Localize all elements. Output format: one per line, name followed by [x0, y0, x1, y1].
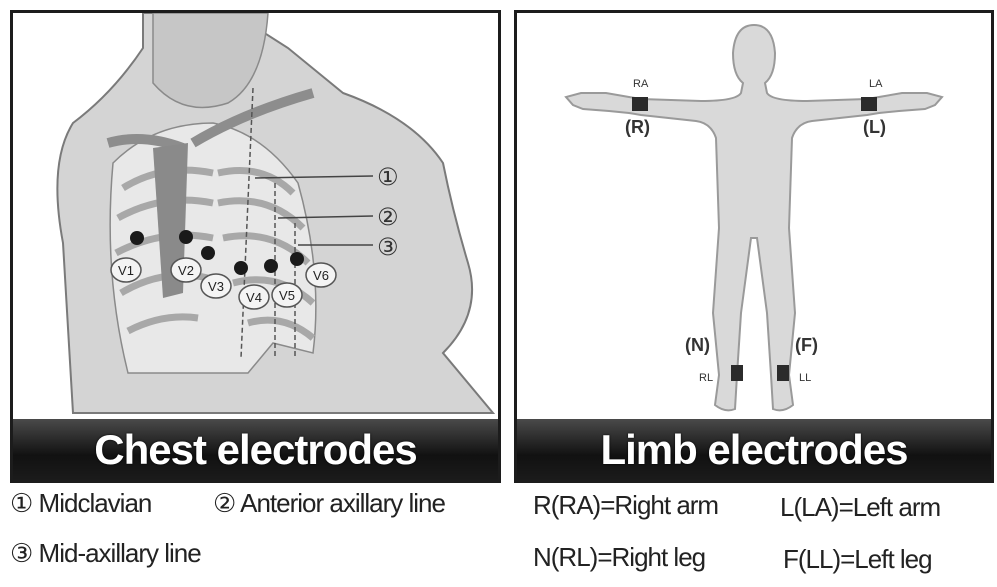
- electrode-dot-v5: [264, 259, 278, 273]
- label-rl-small: RL: [699, 372, 713, 384]
- label-r: (R): [625, 117, 650, 137]
- electrode-rl: [731, 365, 743, 381]
- legend-midclavian: ① Midclavian: [10, 488, 151, 519]
- electrode-dot-v3: [201, 246, 215, 260]
- electrode-dot-v1: [130, 231, 144, 245]
- electrode-dot-v2: [179, 230, 193, 244]
- electrode-ll: [777, 365, 789, 381]
- limb-illustration: RA (R) LA (L) (N) RL (F) LL: [517, 13, 991, 423]
- legend-anterior-axillary-num: ②: [213, 488, 235, 518]
- label-f: (F): [795, 335, 818, 355]
- body-figure: [566, 25, 942, 410]
- legend-right-arm: R(RA)=Right arm: [533, 490, 718, 521]
- chest-illustration: ① ② ③ V1 V2 V3 V4 V5 V6: [13, 13, 498, 423]
- chest-electrodes-panel: ① ② ③ V1 V2 V3 V4 V5 V6 Che: [10, 10, 501, 483]
- limb-electrodes-panel: RA (R) LA (L) (N) RL (F) LL Limb electro…: [514, 10, 994, 483]
- electrode-label-v5: V5: [279, 288, 295, 303]
- legend-anterior-axillary-text: Anterior axillary line: [240, 488, 445, 518]
- callout-2: ②: [377, 204, 399, 231]
- legend-midclavian-text: Midclavian: [39, 488, 152, 518]
- electrode-label-v6: V6: [313, 268, 329, 283]
- legend-mid-axillary: ③ Mid-axillary line: [10, 538, 201, 569]
- label-l: (L): [863, 117, 886, 137]
- electrode-dot-v6: [290, 252, 304, 266]
- electrode-label-v4: V4: [246, 290, 262, 305]
- callout-3: ③: [377, 234, 399, 261]
- label-ra-small: RA: [633, 78, 649, 90]
- electrode-ra: [632, 97, 648, 111]
- legend-mid-axillary-text: Mid-axillary line: [39, 538, 201, 568]
- electrode-label-v1: V1: [118, 263, 134, 278]
- electrode-label-v3: V3: [208, 279, 224, 294]
- chest-electrodes-banner: Chest electrodes: [13, 419, 498, 480]
- label-n: (N): [685, 335, 710, 355]
- electrode-label-v2: V2: [178, 263, 194, 278]
- legend-mid-axillary-num: ③: [10, 538, 32, 568]
- legend-left-leg: F(LL)=Left leg: [783, 544, 932, 575]
- legend-left-arm: L(LA)=Left arm: [780, 492, 940, 523]
- legend-right-leg: N(RL)=Right leg: [533, 542, 705, 573]
- electrode-dot-v4: [234, 261, 248, 275]
- legend-midclavian-num: ①: [10, 488, 32, 518]
- limb-electrodes-banner: Limb electrodes: [517, 419, 991, 480]
- electrode-la: [861, 97, 877, 111]
- label-ll-small: LL: [799, 372, 811, 384]
- label-la-small: LA: [869, 78, 883, 90]
- callout-1: ①: [377, 164, 399, 191]
- legend-anterior-axillary: ② Anterior axillary line: [213, 488, 445, 519]
